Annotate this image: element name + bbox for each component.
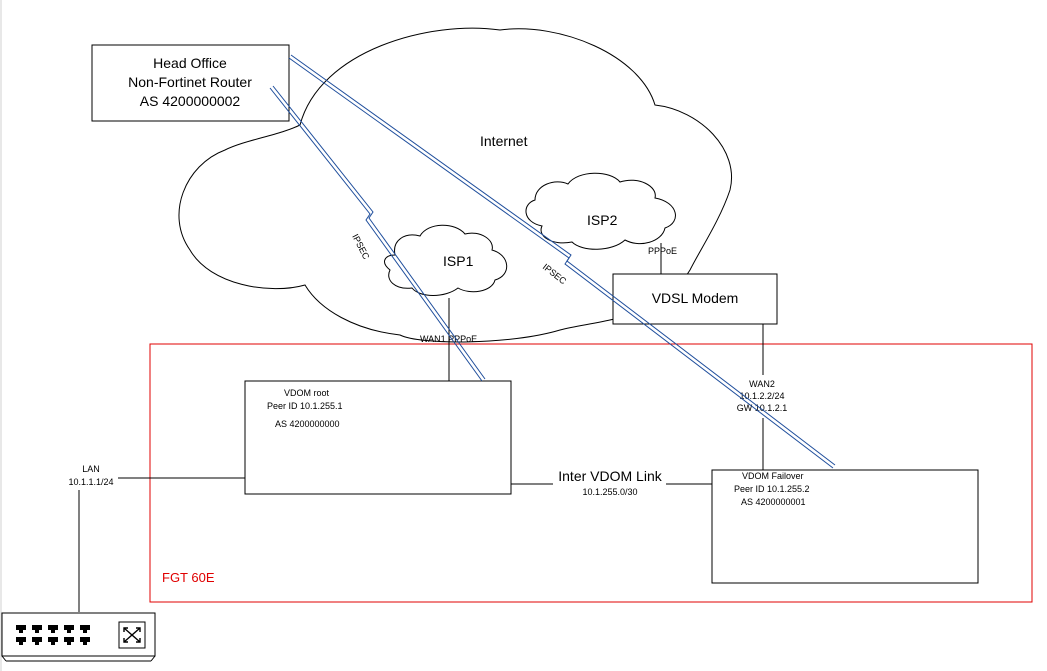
vdom-root-as: AS 4200000000 (275, 419, 340, 429)
internet-cloud (178, 27, 732, 343)
vdsl-modem-box (612, 273, 778, 325)
vdom-failover-as: AS 4200000001 (741, 497, 806, 507)
head-office-router-box (91, 44, 290, 122)
pppoe-label: PPPoE (648, 246, 677, 256)
head-office-as: AS 4200000002 (140, 93, 241, 109)
wan1-label: WAN1 PPPoE (420, 334, 477, 344)
fgt-60e-label: FGT 60E (162, 570, 215, 585)
ipsec-tunnel-2 (288, 54, 836, 469)
isp1-cloud (384, 224, 508, 296)
vdom-root-box (244, 380, 512, 495)
head-office-title: Head Office (153, 55, 227, 71)
isp1-label: ISP1 (443, 253, 474, 269)
vdom-root-peer-id: Peer ID 10.1.255.1 (267, 401, 343, 411)
lan-ip: 10.1.1.1/24 (68, 477, 113, 487)
network-switch-icon (1, 612, 156, 662)
head-office-subtitle: Non-Fortinet Router (128, 74, 252, 90)
ipsec-tunnel-1 (269, 85, 486, 382)
fgt-60e-boundary (149, 343, 1033, 603)
vdom-failover-title: VDOM Failover (742, 471, 804, 481)
internet-label: Internet (480, 133, 528, 149)
vdsl-modem-label: VDSL Modem (652, 290, 739, 306)
lan-label: LAN (82, 464, 100, 474)
vdom-failover-box (711, 469, 979, 584)
inter-vdom-subnet: 10.1.255.0/30 (582, 487, 637, 497)
vdom-root-title: VDOM root (284, 388, 330, 398)
isp2-label: ISP2 (587, 212, 618, 228)
wan2-gateway: GW 10.1.2.1 (737, 403, 788, 413)
vdom-failover-peer-id: Peer ID 10.1.255.2 (734, 484, 810, 494)
wan2-label: WAN2 (749, 379, 775, 389)
inter-vdom-link-label: Inter VDOM Link (558, 468, 662, 484)
wan2-ip: 10.1.2.2/24 (739, 391, 784, 401)
